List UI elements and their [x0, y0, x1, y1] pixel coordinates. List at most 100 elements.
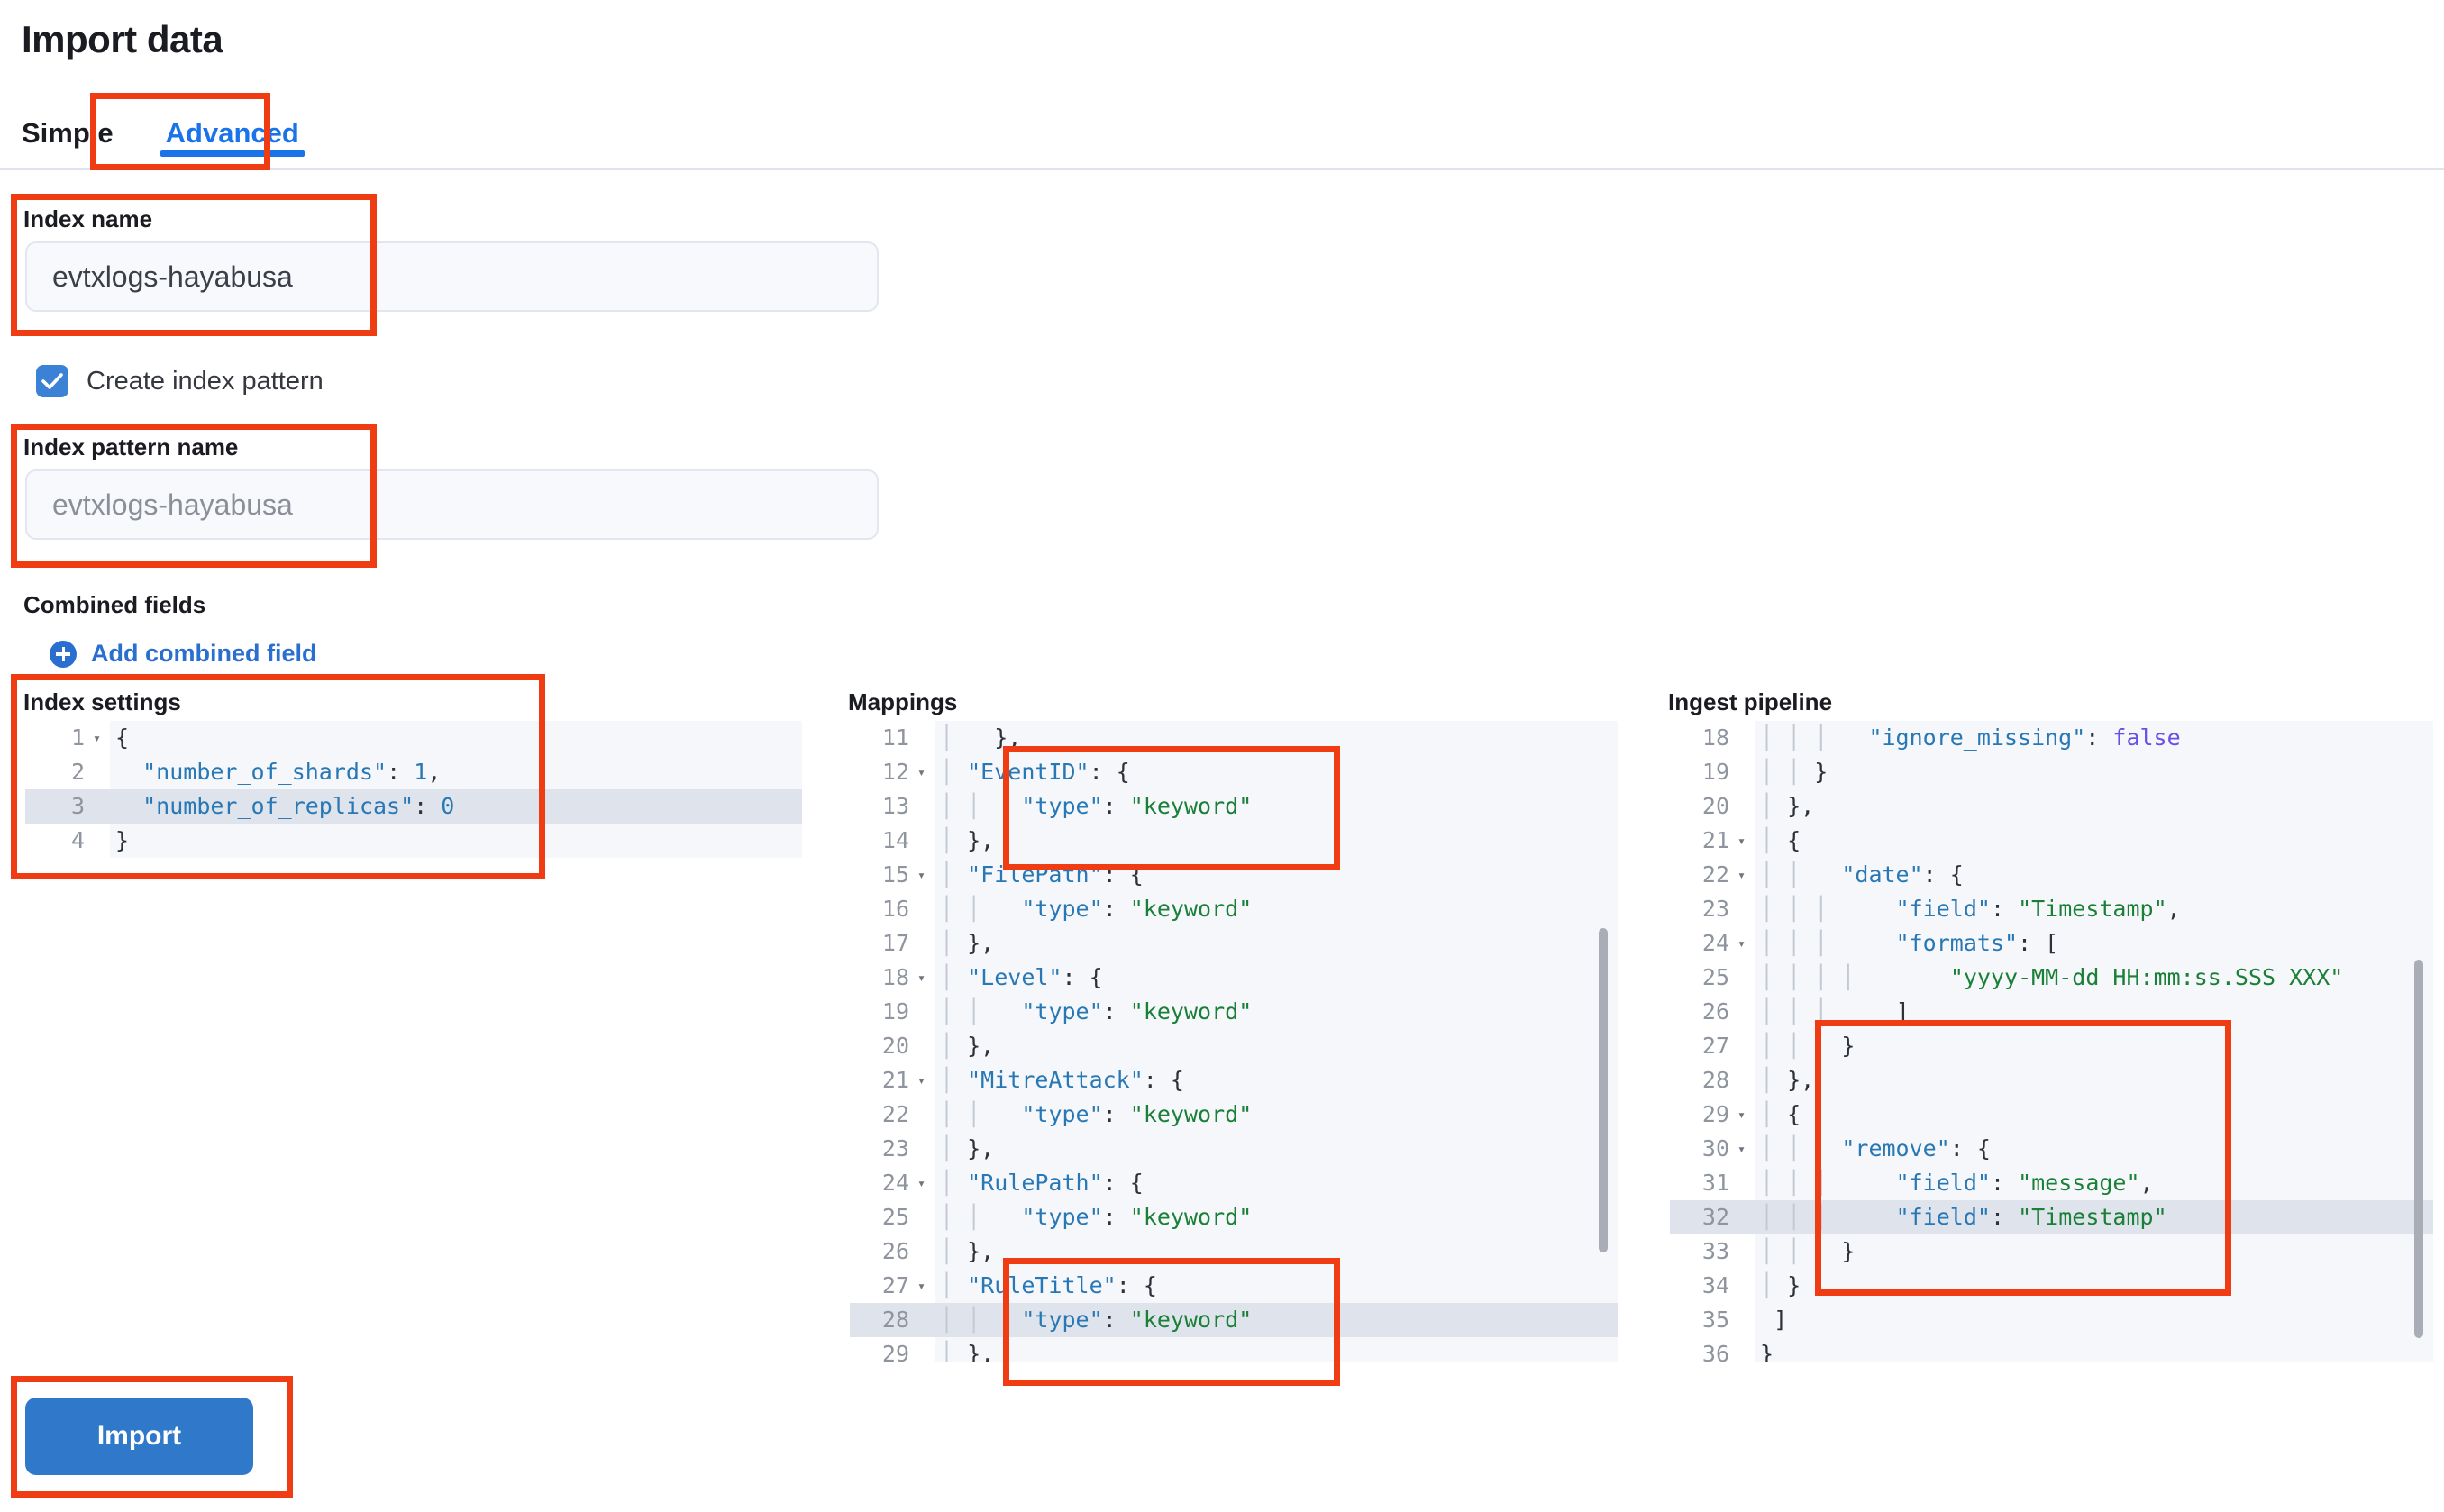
- code-line[interactable]: 32│ │ │ "field": "Timestamp": [1670, 1200, 2433, 1234]
- code-line[interactable]: 31│ │ │ "field": "message",: [1670, 1166, 2433, 1200]
- fold-arrow-icon[interactable]: [915, 1234, 935, 1269]
- code-line[interactable]: 21▾│ "MitreAttack": {: [850, 1063, 1618, 1098]
- code-line[interactable]: 26│ │ │ ]: [1670, 995, 2433, 1029]
- fold-arrow-icon[interactable]: [915, 926, 935, 961]
- fold-arrow-icon[interactable]: ▾: [917, 1278, 926, 1294]
- fold-arrow-icon[interactable]: [1735, 1200, 1755, 1234]
- fold-arrow-icon[interactable]: [915, 1132, 935, 1166]
- code-line[interactable]: 21▾│ {: [1670, 824, 2433, 858]
- code-line[interactable]: 27│ │ }: [1670, 1029, 2433, 1063]
- code-line[interactable]: 15▾│ "FilePath": {: [850, 858, 1618, 892]
- add-combined-field-label: Add combined field: [91, 640, 317, 667]
- code-line[interactable]: 16│ │ "type": "keyword": [850, 892, 1618, 926]
- tab-simple[interactable]: Simple: [22, 117, 114, 149]
- code-line[interactable]: 12▾│ "EventID": {: [850, 755, 1618, 789]
- fold-arrow-icon[interactable]: [915, 1200, 935, 1234]
- code-line[interactable]: 28│ │ "type": "keyword": [850, 1303, 1618, 1337]
- import-button[interactable]: Import: [25, 1398, 253, 1475]
- code-line[interactable]: 18│ │ │ "ignore_missing": false: [1670, 721, 2433, 755]
- fold-arrow-icon[interactable]: [1735, 995, 1755, 1029]
- fold-arrow-icon[interactable]: [1735, 892, 1755, 926]
- code-line[interactable]: 29▾│ {: [1670, 1098, 2433, 1132]
- fold-arrow-icon[interactable]: [1735, 1337, 1755, 1362]
- fold-arrow-icon[interactable]: [1735, 755, 1755, 789]
- code-line[interactable]: 3 "number_of_replicas": 0: [25, 789, 802, 824]
- code-line[interactable]: 20│ },: [1670, 789, 2433, 824]
- ingest-pipeline-scrollbar[interactable]: [2414, 960, 2423, 1338]
- fold-arrow-icon[interactable]: [915, 1303, 935, 1337]
- fold-arrow-icon[interactable]: [915, 1337, 935, 1362]
- code-line[interactable]: 18▾│ "Level": {: [850, 961, 1618, 995]
- code-line[interactable]: 1▾{: [25, 721, 802, 755]
- code-line[interactable]: 24▾│ │ │ "formats": [: [1670, 926, 2433, 961]
- code-line[interactable]: 20│ },: [850, 1029, 1618, 1063]
- fold-arrow-icon[interactable]: [1735, 1029, 1755, 1063]
- code-line[interactable]: 17│ },: [850, 926, 1618, 961]
- code-line[interactable]: 19│ │ "type": "keyword": [850, 995, 1618, 1029]
- code-line[interactable]: 29│ },: [850, 1337, 1618, 1362]
- fold-arrow-icon[interactable]: [1735, 1063, 1755, 1098]
- mappings-scrollbar[interactable]: [1599, 928, 1608, 1252]
- code-line[interactable]: 22▾│ │ "date": {: [1670, 858, 2433, 892]
- fold-arrow-icon[interactable]: ▾: [917, 867, 926, 883]
- fold-arrow-icon[interactable]: ▾: [917, 764, 926, 780]
- code-line[interactable]: 13│ │ "type": "keyword": [850, 789, 1618, 824]
- add-combined-field-link[interactable]: Add combined field: [50, 640, 317, 668]
- code-line[interactable]: 26│ },: [850, 1234, 1618, 1269]
- fold-arrow-icon[interactable]: [1735, 721, 1755, 755]
- fold-arrow-icon[interactable]: [915, 789, 935, 824]
- fold-arrow-icon[interactable]: [90, 755, 110, 789]
- fold-arrow-icon[interactable]: ▾: [917, 970, 926, 986]
- code-line[interactable]: 19│ │ }: [1670, 755, 2433, 789]
- fold-arrow-icon[interactable]: [1735, 1234, 1755, 1269]
- code-line[interactable]: 25│ │ "type": "keyword": [850, 1200, 1618, 1234]
- index-pattern-name-input[interactable]: evtxlogs-hayabusa: [25, 469, 879, 540]
- code-line[interactable]: 28│ },: [1670, 1063, 2433, 1098]
- fold-arrow-icon[interactable]: [915, 1029, 935, 1063]
- fold-arrow-icon[interactable]: [1735, 1303, 1755, 1337]
- code-line[interactable]: 36}: [1670, 1337, 2433, 1362]
- fold-arrow-icon[interactable]: [915, 995, 935, 1029]
- code-line[interactable]: 4}: [25, 824, 802, 858]
- index-name-input[interactable]: evtxlogs-hayabusa: [25, 241, 879, 312]
- code-line[interactable]: 2 "number_of_shards": 1,: [25, 755, 802, 789]
- fold-arrow-icon[interactable]: [1735, 961, 1755, 995]
- code-line[interactable]: 34│ }: [1670, 1269, 2433, 1303]
- create-index-pattern-row[interactable]: Create index pattern: [36, 365, 324, 397]
- code-line[interactable]: 14│ },: [850, 824, 1618, 858]
- code-line[interactable]: 30▾│ │ "remove": {: [1670, 1132, 2433, 1166]
- code-line[interactable]: 33│ │ }: [1670, 1234, 2433, 1269]
- fold-arrow-icon[interactable]: [915, 892, 935, 926]
- fold-arrow-icon[interactable]: [90, 789, 110, 824]
- line-number: 21: [1670, 824, 1735, 858]
- code-line[interactable]: 22│ │ "type": "keyword": [850, 1098, 1618, 1132]
- fold-arrow-icon[interactable]: [915, 824, 935, 858]
- fold-arrow-icon[interactable]: [915, 721, 935, 755]
- fold-arrow-icon[interactable]: ▾: [917, 1175, 926, 1191]
- code-line[interactable]: 11│ },: [850, 721, 1618, 755]
- fold-arrow-icon[interactable]: [1735, 789, 1755, 824]
- fold-arrow-icon[interactable]: ▾: [1737, 867, 1746, 883]
- line-number: 18: [1670, 721, 1735, 755]
- mappings-editor[interactable]: 11│ },12▾│ "EventID": {13│ │ "type": "ke…: [850, 721, 1618, 1362]
- fold-arrow-icon[interactable]: ▾: [1737, 1107, 1746, 1123]
- index-settings-editor[interactable]: 1▾{2 "number_of_shards": 1,3 "number_of_…: [25, 721, 802, 1356]
- tab-advanced[interactable]: Advanced: [141, 117, 324, 169]
- code-line[interactable]: 23│ },: [850, 1132, 1618, 1166]
- fold-arrow-icon[interactable]: [915, 1098, 935, 1132]
- fold-arrow-icon[interactable]: ▾: [917, 1072, 926, 1088]
- code-line[interactable]: 24▾│ "RulePath": {: [850, 1166, 1618, 1200]
- fold-arrow-icon[interactable]: ▾: [1737, 1141, 1746, 1157]
- code-line[interactable]: 25│ │ │ │ "yyyy-MM-dd HH:mm:ss.SSS XXX": [1670, 961, 2433, 995]
- code-line[interactable]: 27▾│ "RuleTitle": {: [850, 1269, 1618, 1303]
- code-line[interactable]: 35 ]: [1670, 1303, 2433, 1337]
- code-line[interactable]: 23│ │ │ "field": "Timestamp",: [1670, 892, 2433, 926]
- fold-arrow-icon[interactable]: ▾: [93, 730, 102, 746]
- fold-arrow-icon[interactable]: ▾: [1737, 833, 1746, 849]
- fold-arrow-icon[interactable]: ▾: [1737, 935, 1746, 952]
- fold-arrow-icon[interactable]: [90, 824, 110, 858]
- checkbox-checked-icon[interactable]: [36, 365, 68, 397]
- fold-arrow-icon[interactable]: [1735, 1166, 1755, 1200]
- fold-arrow-icon[interactable]: [1735, 1269, 1755, 1303]
